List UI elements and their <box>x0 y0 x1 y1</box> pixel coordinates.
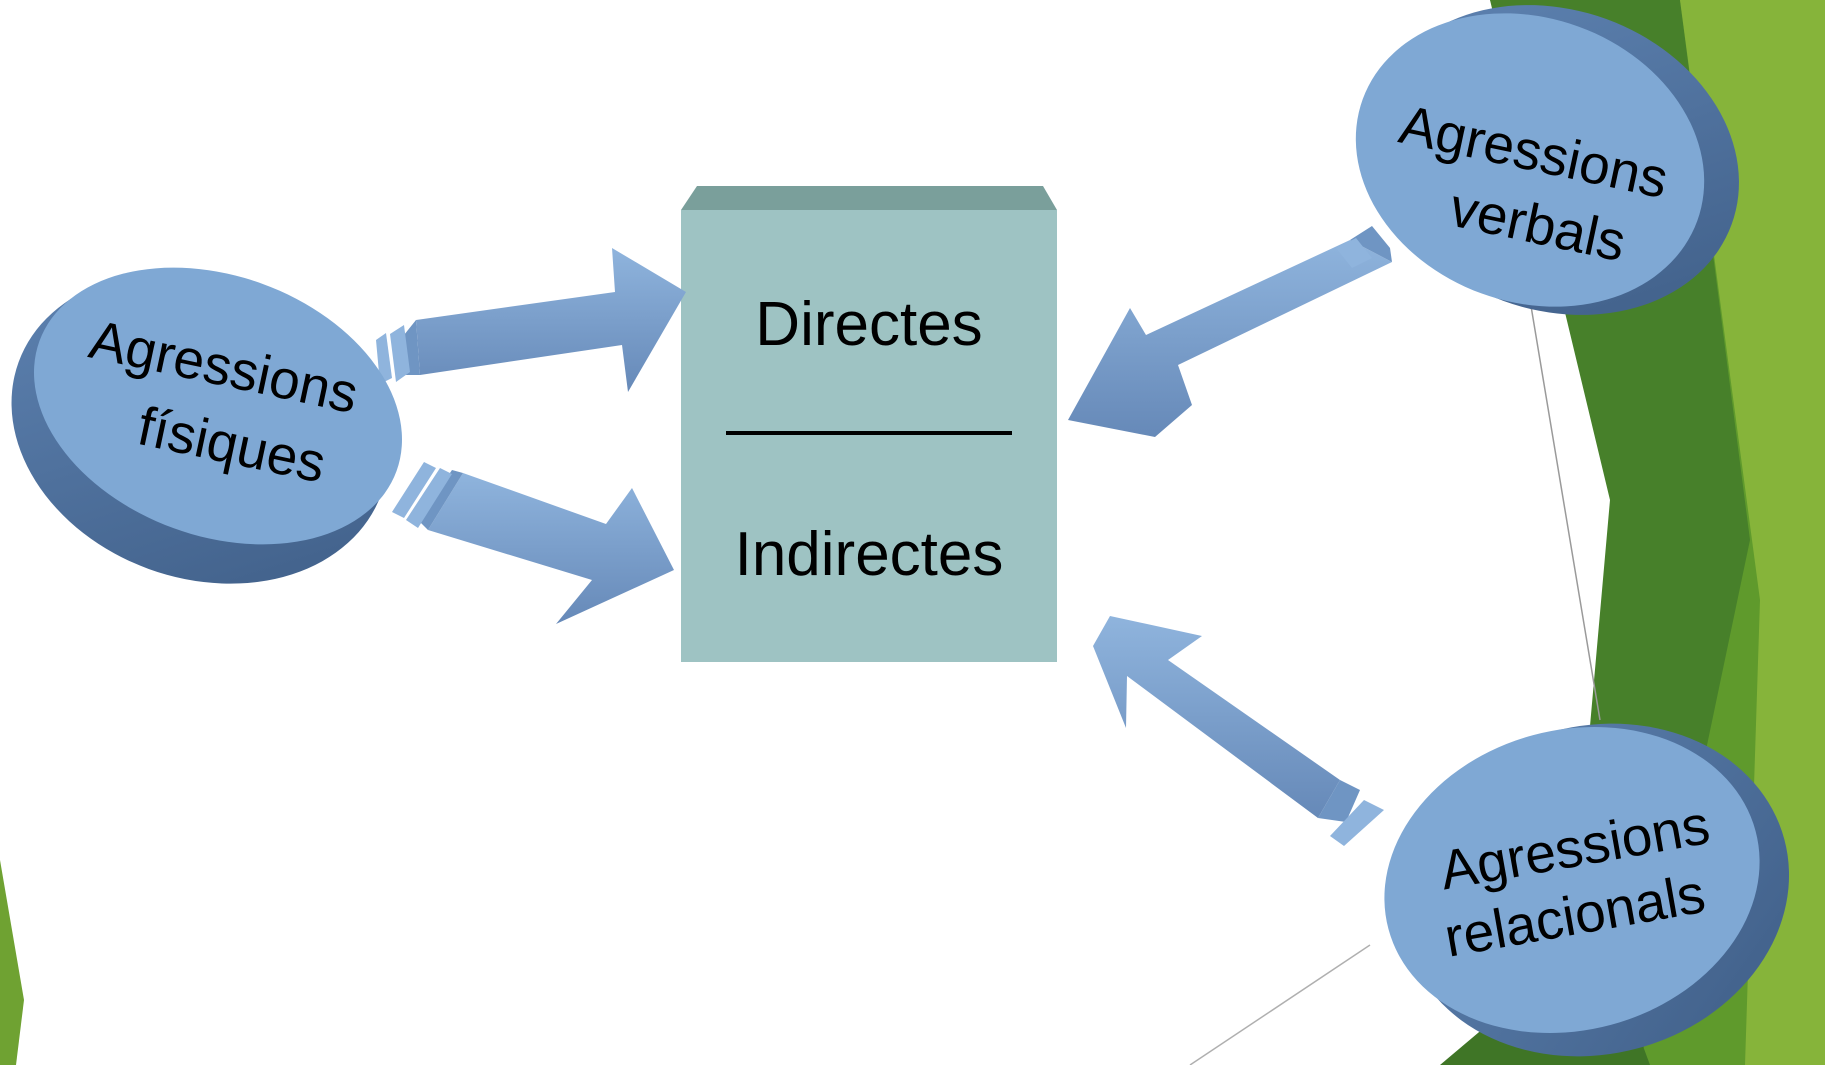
disc-relacionals-face <box>1384 726 1760 1034</box>
node-verbals: Agressions verbals <box>1355 5 1739 315</box>
arrow-verbals-box <box>1068 226 1392 437</box>
arrow-relacionals-box <box>1093 616 1384 846</box>
center-box-bottom-label: Indirectes <box>735 520 1004 589</box>
center-box-top-label: Directes <box>755 290 982 359</box>
node-relacionals: Agressions relacionals <box>1384 723 1790 1057</box>
center-box: Directes Indirectes <box>681 186 1057 662</box>
center-box-top <box>681 186 1057 210</box>
green-corner-left <box>0 860 24 1065</box>
green-stripe-bright <box>1680 0 1825 1065</box>
arrows <box>376 226 1392 846</box>
disc-verbals-face <box>1355 13 1705 307</box>
disc-fisiques-face <box>34 267 402 545</box>
center-box-face <box>681 210 1057 662</box>
arrow-fisiques-directes <box>376 248 686 392</box>
thin-line-bottom <box>1189 944 1371 1065</box>
thin-line-right <box>1529 299 1601 721</box>
arrow-fisiques-indirectes <box>392 462 674 624</box>
node-fisiques: Agressions físiques <box>11 267 402 584</box>
